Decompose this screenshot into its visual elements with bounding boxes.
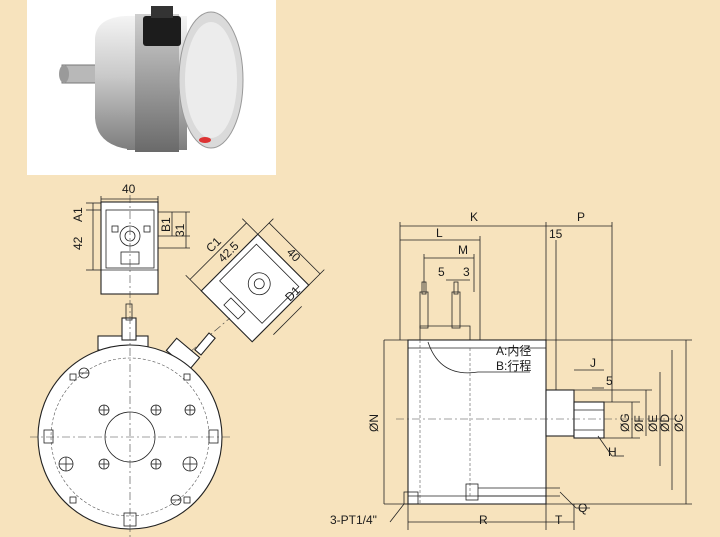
dim-j: J xyxy=(590,356,596,370)
dim-c: ØC xyxy=(672,414,686,432)
cylinder-front-view xyxy=(30,300,232,537)
dim-5b: 5 xyxy=(606,374,613,388)
dimension-lines xyxy=(383,222,692,530)
sensor-block-top xyxy=(86,195,190,298)
dim-5: 5 xyxy=(438,265,445,279)
dim-d: ØD xyxy=(658,414,672,432)
dim-g: ØG xyxy=(618,413,632,432)
dim-tilt-40: 40 xyxy=(284,245,304,265)
dim-r: R xyxy=(479,513,488,527)
product-photo xyxy=(27,0,276,175)
dim-3: 3 xyxy=(463,265,470,279)
cylinder-render xyxy=(59,6,244,152)
dim-q: Q xyxy=(578,501,587,515)
note-inner-diameter: A:内径 xyxy=(496,344,531,358)
dim-t: T xyxy=(555,513,563,527)
sensor-block-tilted xyxy=(185,218,325,343)
dim-l: L xyxy=(436,226,443,240)
note-stroke: B:行程 xyxy=(496,358,531,373)
dim-31: 31 xyxy=(173,223,187,237)
cylinder-side-view xyxy=(396,281,680,505)
dim-f: ØF xyxy=(632,415,646,432)
dim-b1: B1 xyxy=(159,217,173,232)
dim-k: K xyxy=(470,210,478,224)
dim-42: 42 xyxy=(71,236,85,250)
dim-p: P xyxy=(577,210,585,224)
dim-h: H xyxy=(608,445,617,459)
bolt-holes xyxy=(58,367,198,506)
dim-e: ØE xyxy=(646,415,660,432)
dim-m: M xyxy=(458,243,468,257)
dim-n: ØN xyxy=(367,414,381,432)
dim-15: 15 xyxy=(549,227,563,241)
dim-a1: A1 xyxy=(71,207,85,222)
thread-spec: 3-PT1/4" xyxy=(330,513,377,527)
dim-top-40: 40 xyxy=(122,182,136,196)
